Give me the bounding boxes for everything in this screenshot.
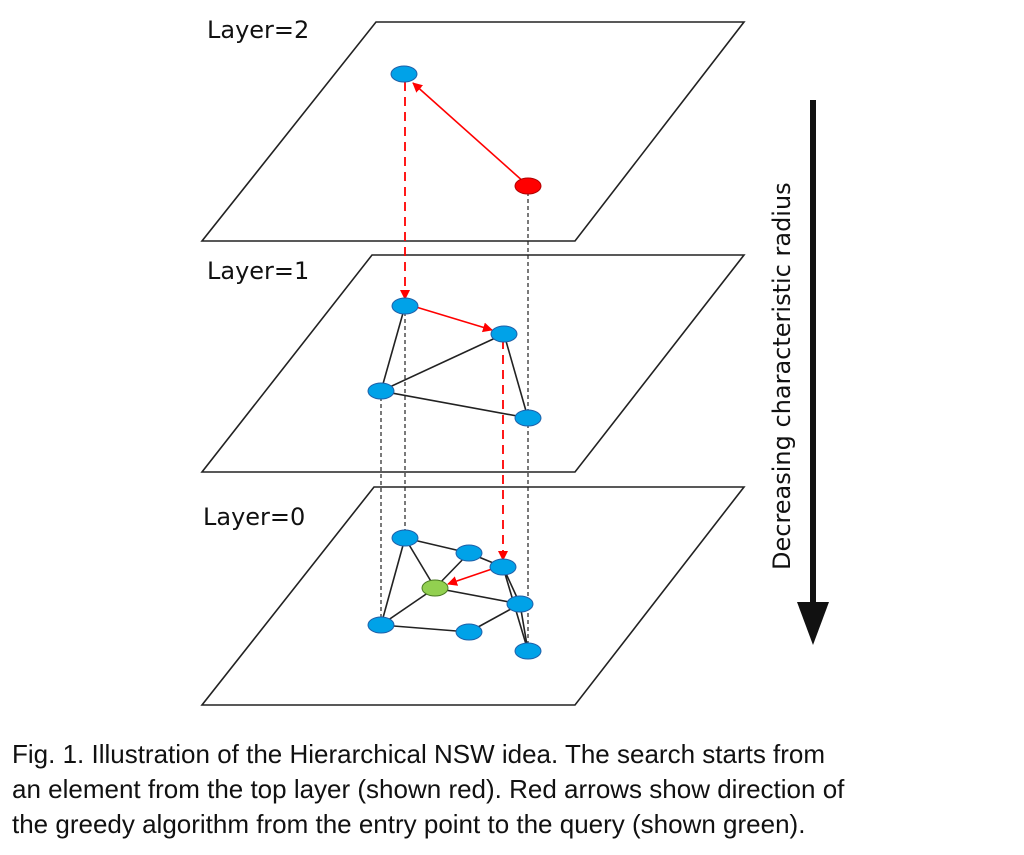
caption-line: an element from the top layer (shown red… bbox=[12, 774, 845, 804]
search-arrow-layer-2 bbox=[412, 82, 526, 184]
entry-point-node bbox=[514, 177, 542, 195]
caption-line: the greedy algorithm from the entry poin… bbox=[12, 809, 806, 839]
graph-node bbox=[390, 65, 418, 83]
graph-node bbox=[391, 529, 419, 547]
query-node bbox=[421, 579, 449, 597]
layer-2-plane bbox=[200, 21, 746, 242]
layer-2-label: Layer=2 bbox=[207, 16, 309, 44]
graph-node bbox=[367, 616, 395, 634]
graph-node bbox=[514, 642, 542, 660]
search-arrow-layer-0 bbox=[447, 568, 493, 586]
graph-node bbox=[514, 409, 542, 427]
graph-node bbox=[490, 325, 518, 343]
graph-node bbox=[455, 544, 483, 562]
layer-0-edges bbox=[380, 537, 529, 652]
graph-node bbox=[489, 558, 517, 576]
layer-0-label: Layer=0 bbox=[203, 503, 305, 531]
layer-0-plane bbox=[200, 486, 746, 706]
layer-1-label: Layer=1 bbox=[207, 257, 309, 285]
hnsw-diagram: Layer=2 Layer=1 Layer=0 bbox=[200, 16, 829, 706]
caption-line: Fig. 1. Illustration of the Hierarchical… bbox=[12, 739, 826, 769]
figure-caption: Fig. 1. Illustration of the Hierarchical… bbox=[12, 737, 1017, 842]
graph-node bbox=[506, 595, 534, 613]
layer-1-plane bbox=[200, 254, 746, 473]
projection-lines bbox=[380, 192, 529, 651]
axis-label: Decreasing characteristic radius bbox=[768, 182, 796, 570]
graph-node bbox=[391, 297, 419, 315]
graph-node bbox=[455, 623, 483, 641]
layer-1-edges bbox=[380, 305, 529, 419]
graph-node bbox=[367, 382, 395, 400]
search-arrow-layer-1 bbox=[415, 306, 493, 333]
decreasing-radius-arrow bbox=[797, 100, 829, 645]
